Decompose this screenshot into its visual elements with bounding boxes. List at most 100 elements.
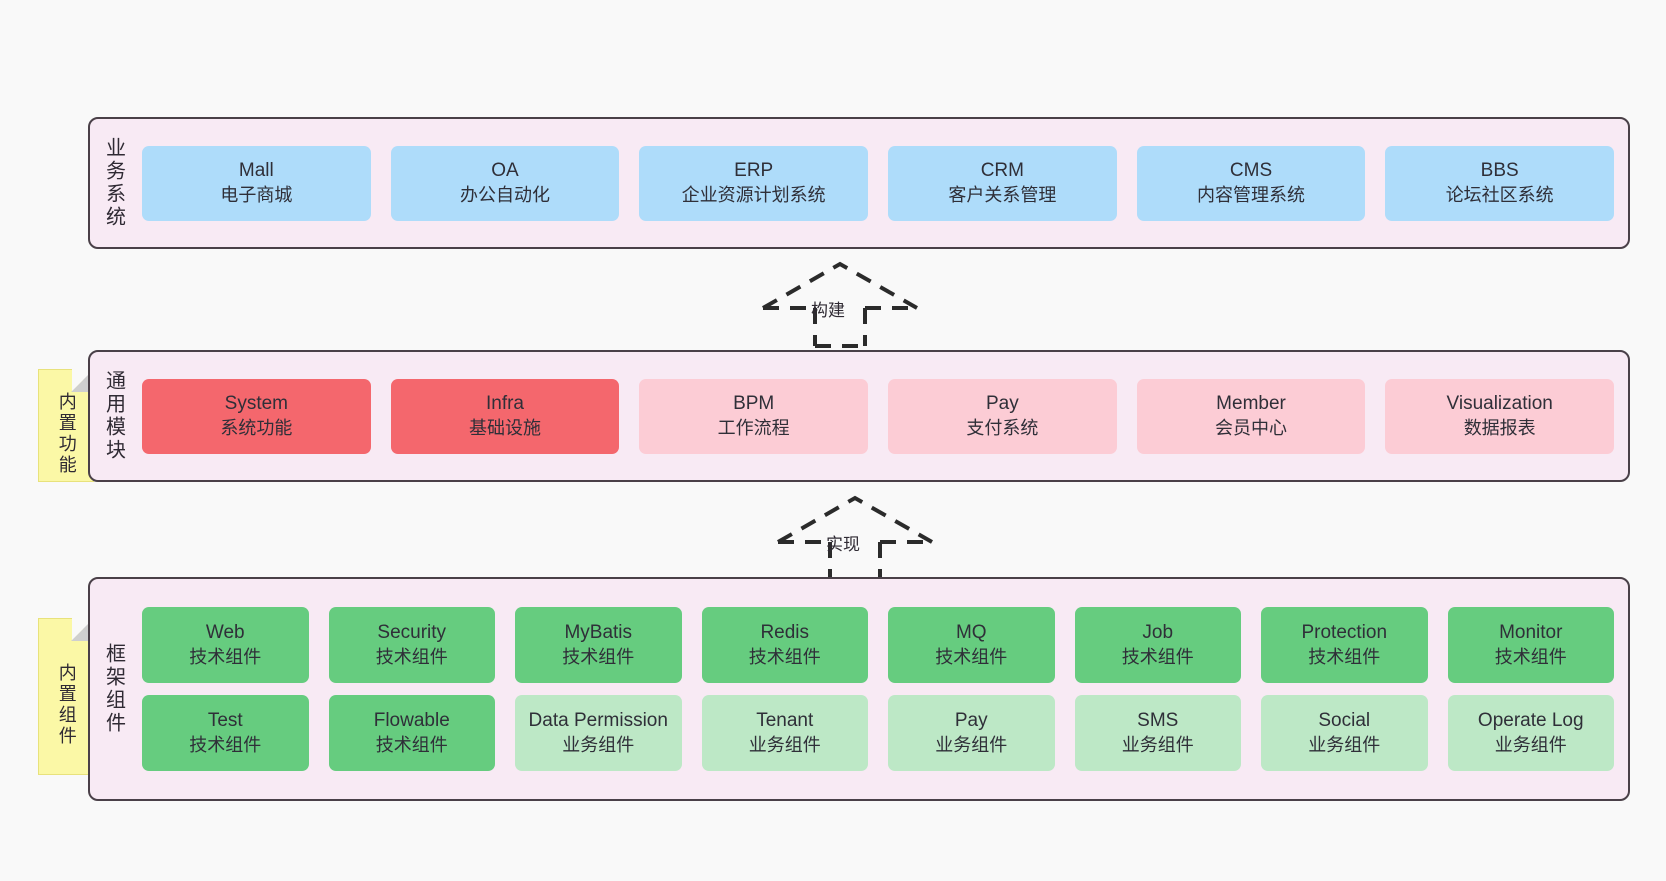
node-redis[interactable]: Redis 技术组件: [701, 607, 868, 683]
node-title-en: Redis: [760, 622, 810, 644]
node-web[interactable]: Web 技术组件: [142, 607, 309, 683]
layer-common-modules: 通用模块 System 系统功能 Infra 基础设施 BPM 工作流程 Pay…: [88, 350, 1630, 482]
layer-body-framework-components: Web 技术组件 Security 技术组件 MyBatis 技术组件 Redi…: [136, 579, 1628, 799]
node-title-en: Data Permission: [528, 710, 668, 732]
node-social[interactable]: Social 业务组件: [1261, 695, 1428, 771]
node-title-en: Social: [1318, 710, 1371, 732]
node-title-en: Web: [205, 622, 245, 644]
node-title-en: Protection: [1301, 622, 1388, 644]
node-pay-component[interactable]: Pay 业务组件: [888, 695, 1055, 771]
node-title-cn: 论坛社区系统: [1445, 184, 1554, 205]
node-title-en: BBS: [1480, 160, 1519, 182]
node-title-cn: 技术组件: [189, 734, 262, 755]
node-title-cn: 内容管理系统: [1197, 184, 1306, 205]
node-erp[interactable]: ERP 企业资源计划系统: [639, 145, 869, 221]
node-title-en: SMS: [1137, 710, 1179, 732]
node-title-cn: 企业资源计划系统: [681, 184, 826, 205]
node-title-cn: 电子商城: [220, 184, 293, 205]
note-label: 内置组件: [56, 662, 77, 747]
node-bbs[interactable]: BBS 论坛社区系统: [1385, 145, 1615, 221]
node-member[interactable]: Member 会员中心: [1136, 378, 1366, 454]
node-title-cn: 技术组件: [375, 646, 448, 667]
node-mq[interactable]: MQ 技术组件: [888, 607, 1055, 683]
layer-row: Test 技术组件 Flowable 技术组件 Data Permission …: [142, 695, 1614, 771]
node-crm[interactable]: CRM 客户关系管理: [888, 145, 1117, 221]
layer-business-system: 业务系统 Mall 电子商城 OA 办公自动化 ERP 企业资源计划系统 CRM…: [88, 117, 1630, 249]
node-title-cn: 业务组件: [1121, 734, 1194, 755]
node-title-en: ERP: [734, 160, 774, 182]
node-title-en: System: [224, 393, 289, 415]
node-title-cn: 数据报表: [1463, 417, 1536, 438]
node-title-cn: 技术组件: [189, 646, 262, 667]
node-title-en: CMS: [1229, 160, 1273, 182]
node-title-cn: 系统功能: [220, 417, 293, 438]
node-title-en: Pay: [985, 393, 1019, 415]
node-title-en: Security: [377, 622, 447, 644]
node-title-cn: 基础设施: [469, 417, 541, 438]
node-flowable[interactable]: Flowable 技术组件: [328, 695, 495, 771]
node-operate-log[interactable]: Operate Log 业务组件: [1447, 695, 1614, 771]
node-title-cn: 技术组件: [748, 646, 821, 667]
node-pay-module[interactable]: Pay 支付系统: [888, 378, 1117, 454]
node-system[interactable]: System 系统功能: [142, 378, 371, 454]
node-title-en: Flowable: [373, 710, 450, 732]
node-title-cn: 会员中心: [1215, 417, 1288, 438]
node-title-cn: 支付系统: [966, 417, 1039, 438]
node-sms[interactable]: SMS 业务组件: [1074, 695, 1241, 771]
note-builtin-component: 内置组件: [38, 618, 94, 775]
node-oa[interactable]: OA 办公自动化: [390, 145, 620, 221]
node-mybatis[interactable]: MyBatis 技术组件: [515, 607, 682, 683]
node-data-permission[interactable]: Data Permission 业务组件: [515, 695, 682, 771]
node-title-en: Mall: [238, 160, 274, 182]
layer-framework-components: 框架组件 Web 技术组件 Security 技术组件 MyBatis 技术组件…: [88, 577, 1630, 801]
node-title-en: Job: [1142, 622, 1174, 644]
node-cms[interactable]: CMS 内容管理系统: [1136, 145, 1366, 221]
node-bpm[interactable]: BPM 工作流程: [639, 378, 869, 454]
node-title-en: Pay: [954, 710, 988, 732]
layer-title-business-system: 业务系统: [102, 137, 125, 229]
node-title-cn: 业务组件: [1494, 734, 1567, 755]
node-title-en: CRM: [980, 160, 1024, 182]
node-title-cn: 业务组件: [562, 734, 635, 755]
node-protection[interactable]: Protection 技术组件: [1261, 607, 1428, 683]
node-test[interactable]: Test 技术组件: [142, 695, 309, 771]
node-title-en: MQ: [955, 622, 987, 644]
node-tenant[interactable]: Tenant 业务组件: [701, 695, 868, 771]
node-title-en: Member: [1216, 393, 1286, 415]
node-title-cn: 业务组件: [935, 734, 1008, 755]
layer-title-common-modules: 通用模块: [102, 370, 125, 462]
node-infra[interactable]: Infra 基础设施: [390, 378, 620, 454]
layer-title-framework-components: 框架组件: [102, 643, 125, 735]
arrow-implement: 实现: [770, 492, 940, 582]
node-title-cn: 技术组件: [1308, 646, 1381, 667]
note-label: 内置功能: [56, 391, 77, 476]
node-title-cn: 技术组件: [562, 646, 635, 667]
arrow-build: 构建: [755, 258, 925, 348]
layer-row: Mall 电子商城 OA 办公自动化 ERP 企业资源计划系统 CRM 客户关系…: [142, 145, 1615, 221]
node-title-cn: 工作流程: [717, 417, 790, 438]
node-title-en: Operate Log: [1477, 710, 1584, 732]
node-title-en: OA: [491, 160, 519, 182]
node-title-cn: 技术组件: [1494, 646, 1567, 667]
node-title-cn: 技术组件: [935, 646, 1008, 667]
node-monitor[interactable]: Monitor 技术组件: [1447, 607, 1614, 683]
arrow-implement-label: 实现: [826, 535, 860, 554]
arrow-build-glyph: [762, 261, 918, 348]
layer-row: System 系统功能 Infra 基础设施 BPM 工作流程 Pay 支付系统…: [142, 378, 1615, 454]
node-visualization[interactable]: Visualization 数据报表: [1385, 378, 1615, 454]
node-title-en: MyBatis: [564, 622, 633, 644]
layer-body-business-system: Mall 电子商城 OA 办公自动化 ERP 企业资源计划系统 CRM 客户关系…: [136, 119, 1628, 247]
layer-row: Web 技术组件 Security 技术组件 MyBatis 技术组件 Redi…: [142, 607, 1614, 683]
node-title-en: Test: [207, 710, 243, 732]
arrow-build-label: 构建: [811, 301, 845, 320]
node-job[interactable]: Job 技术组件: [1074, 607, 1241, 683]
node-title-en: BPM: [733, 393, 775, 415]
node-mall[interactable]: Mall 电子商城: [142, 145, 371, 221]
node-title-cn: 业务组件: [1308, 734, 1381, 755]
node-security[interactable]: Security 技术组件: [328, 607, 495, 683]
node-title-en: Visualization: [1446, 393, 1553, 415]
node-title-cn: 办公自动化: [460, 184, 550, 205]
node-title-cn: 业务组件: [748, 734, 821, 755]
layer-body-common-modules: System 系统功能 Infra 基础设施 BPM 工作流程 Pay 支付系统…: [136, 352, 1628, 480]
